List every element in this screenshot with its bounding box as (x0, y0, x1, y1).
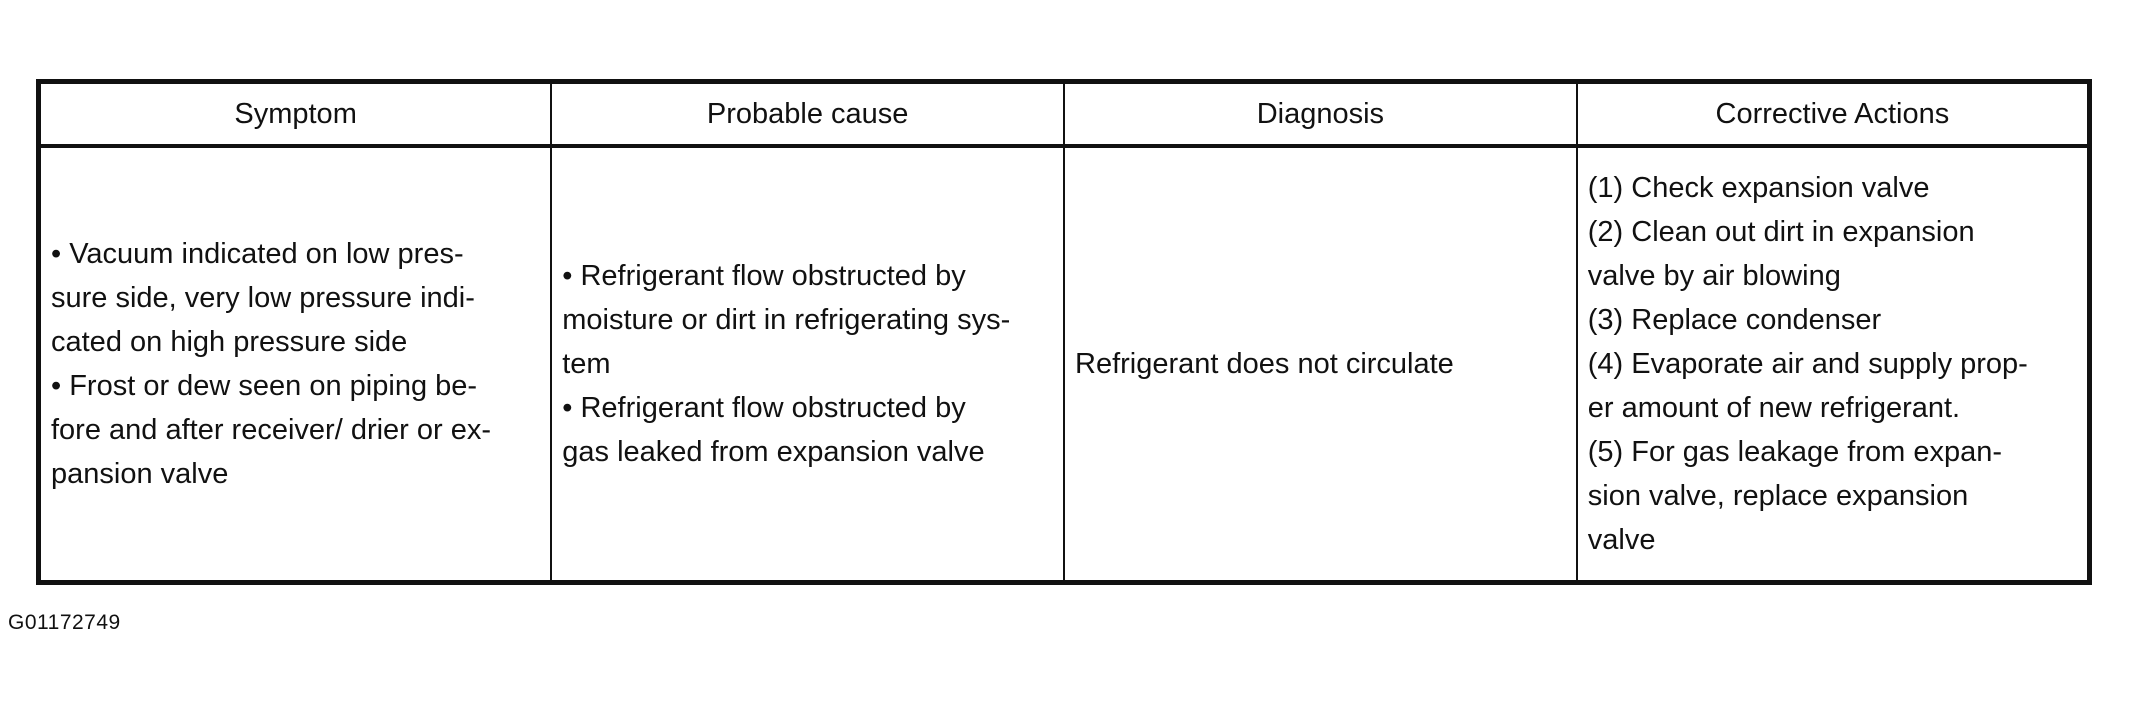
cause-line: • Refrigerant flow obstructed by (562, 260, 966, 292)
table-header-row: Symptom Probable cause Diagnosis Correct… (37, 80, 2091, 148)
cell-corrective-actions: (1) Check expansion valve (2) Clean out … (1575, 145, 2091, 584)
symptom-line: • Vacuum indicated on low pres- (51, 238, 464, 270)
symptom-line: cated on high pressure side (51, 326, 408, 358)
symptom-line: fore and after receiver/ drier or ex- (51, 414, 492, 446)
symptom-line: sure side, very low pressure indi- (51, 282, 475, 314)
cause-line: tem (562, 348, 611, 380)
symptom-line: • Frost or dew seen on piping be- (51, 370, 478, 402)
action-line: (2) Clean out dirt in expansion (1587, 216, 1975, 248)
figure-code: G01172749 (8, 611, 121, 634)
cause-line: • Refrigerant flow obstructed by (562, 392, 966, 424)
diagnosis-table-container: Symptom Probable cause Diagnosis Correct… (36, 79, 2092, 585)
action-line: (5) For gas leakage from expan- (1587, 436, 2002, 468)
header-symptom: Symptom (37, 80, 553, 148)
action-line: (3) Replace condenser (1587, 304, 1882, 336)
cause-line: gas leaked from expansion valve (562, 436, 985, 468)
action-line: (4) Evaporate air and supply prop- (1587, 348, 2028, 380)
diagnosis-text: Refrigerant does not circulate (1075, 348, 1454, 380)
action-line: er amount of new refrigerant. (1587, 392, 1961, 424)
action-line: valve by air blowing (1587, 260, 1841, 292)
symptom-line: pansion valve (51, 458, 229, 490)
table-row: • Vacuum indicated on low pres- sure sid… (37, 145, 2091, 584)
cause-line: moisture or dirt in refrigerating sys- (562, 304, 1011, 336)
action-line: sion valve, replace expansion (1587, 480, 1969, 512)
header-probable-cause: Probable cause (550, 80, 1065, 148)
diagnosis-table: Symptom Probable cause Diagnosis Correct… (36, 79, 2092, 585)
cell-probable-cause: • Refrigerant flow obstructed by moistur… (550, 145, 1065, 584)
action-line: valve (1587, 524, 1656, 556)
cell-symptom: • Vacuum indicated on low pres- sure sid… (37, 145, 553, 584)
action-line: (1) Check expansion valve (1587, 172, 1930, 204)
header-diagnosis: Diagnosis (1063, 80, 1578, 148)
cell-diagnosis: Refrigerant does not circulate (1063, 145, 1578, 584)
header-corrective-actions: Corrective Actions (1575, 80, 2091, 148)
